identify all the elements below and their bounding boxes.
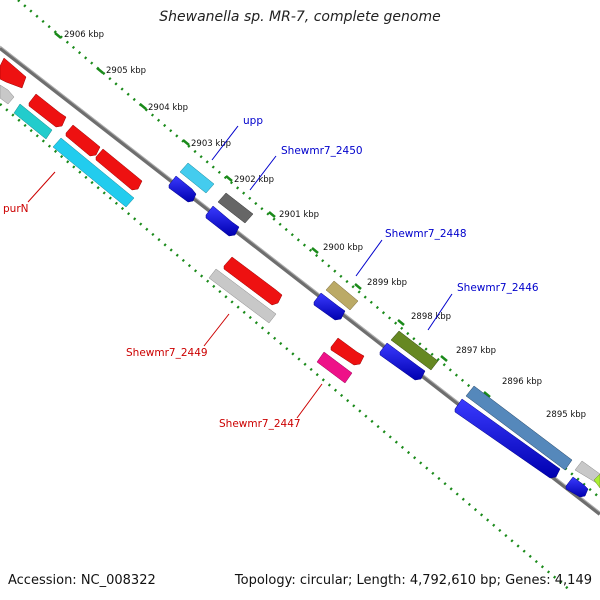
gene-label-shewmr7-2447[interactable]: Shewmr7_2447 bbox=[219, 418, 301, 430]
tick-label: 2899 kbp bbox=[367, 278, 407, 288]
gene-arrow[interactable] bbox=[313, 292, 346, 321]
tick-label: 2905 kbp bbox=[106, 66, 146, 76]
tick-mark bbox=[182, 139, 190, 146]
gene-arrow[interactable] bbox=[13, 103, 53, 140]
tick-label: 2898 kbp bbox=[411, 312, 451, 322]
gene-arrow[interactable] bbox=[325, 280, 359, 311]
tick-label: 2895 kbp bbox=[546, 410, 586, 420]
tick-marks: 2906 kbp 2905 kbp 2904 kbp 2903 kbp 2902… bbox=[54, 30, 586, 434]
forward-strand-genes bbox=[0, 57, 600, 498]
gene-arrow[interactable] bbox=[379, 342, 426, 381]
gene-arrow[interactable] bbox=[593, 473, 600, 489]
callout-line bbox=[296, 383, 323, 419]
gene-arrow[interactable] bbox=[95, 148, 143, 191]
callout-line bbox=[203, 313, 230, 347]
tick-label: 2906 kbp bbox=[64, 30, 104, 40]
gene-label-shewmr7-2446[interactable]: Shewmr7_2446 bbox=[457, 282, 539, 294]
gene-arrow[interactable] bbox=[65, 124, 101, 157]
tick-mark bbox=[54, 32, 62, 39]
gene-label-upp[interactable]: upp bbox=[243, 115, 263, 127]
tick-mark bbox=[311, 247, 319, 254]
tick-label: 2900 kbp bbox=[323, 243, 363, 253]
tick-mark bbox=[440, 355, 448, 362]
gene-arrow[interactable] bbox=[179, 162, 215, 194]
tick-mark bbox=[225, 175, 233, 182]
gene-arrow[interactable] bbox=[316, 351, 353, 384]
gene-label-shewmr7-2450[interactable]: Shewmr7_2450 bbox=[281, 145, 363, 157]
callout-line bbox=[355, 239, 383, 277]
callout-line bbox=[211, 125, 239, 161]
gene-arrow[interactable] bbox=[208, 268, 277, 324]
tick-mark bbox=[139, 103, 147, 110]
genome-summary-text: Topology: circular; Length: 4,792,610 bp… bbox=[234, 573, 592, 588]
callout-lines bbox=[27, 125, 453, 419]
reverse-strand-genes bbox=[208, 256, 365, 384]
gene-arrow[interactable] bbox=[330, 337, 365, 366]
tick-label: 2903 kbp bbox=[191, 139, 231, 149]
tick-label: 2904 kbp bbox=[148, 103, 188, 113]
callout-line bbox=[27, 171, 56, 203]
gene-label-shewmr7-2448[interactable]: Shewmr7_2448 bbox=[385, 228, 467, 240]
tick-label: 2897 kbp bbox=[456, 346, 496, 356]
tick-label: 2901 kbp bbox=[279, 210, 319, 220]
gene-label-purN[interactable]: purN bbox=[3, 203, 29, 215]
tick-mark bbox=[268, 211, 276, 218]
accession-text: Accession: NC_008322 bbox=[8, 573, 156, 588]
callout-line bbox=[427, 293, 453, 331]
gene-arrow[interactable] bbox=[168, 175, 197, 203]
tick-mark bbox=[96, 67, 104, 74]
gene-arrow[interactable] bbox=[574, 460, 600, 486]
tick-mark bbox=[397, 319, 405, 326]
tick-label: 2902 kbp bbox=[234, 175, 274, 185]
gene-label-shewmr7-2449[interactable]: Shewmr7_2449 bbox=[126, 347, 208, 359]
callout-line bbox=[249, 155, 277, 191]
gene-labels: upp Shewmr7_2450 Shewmr7_2448 Shewmr7_24… bbox=[3, 115, 539, 430]
gene-arrow[interactable] bbox=[217, 192, 254, 224]
gene-arrow[interactable] bbox=[390, 330, 439, 371]
tick-mark bbox=[483, 391, 491, 398]
map-title: Shewanella sp. MR-7, complete genome bbox=[159, 9, 441, 25]
tick-mark bbox=[354, 283, 362, 290]
gene-arrow[interactable] bbox=[52, 137, 135, 208]
gene-arrow[interactable] bbox=[223, 256, 283, 306]
tick-label: 2896 kbp bbox=[502, 377, 542, 387]
gene-arrow[interactable] bbox=[454, 398, 561, 479]
gene-arrow[interactable] bbox=[0, 57, 27, 89]
gene-arrow[interactable] bbox=[465, 385, 573, 471]
gene-arrow[interactable] bbox=[565, 476, 589, 498]
gene-arrow[interactable] bbox=[0, 84, 15, 105]
gene-arrow[interactable] bbox=[205, 205, 240, 237]
gene-arrow[interactable] bbox=[28, 93, 67, 128]
